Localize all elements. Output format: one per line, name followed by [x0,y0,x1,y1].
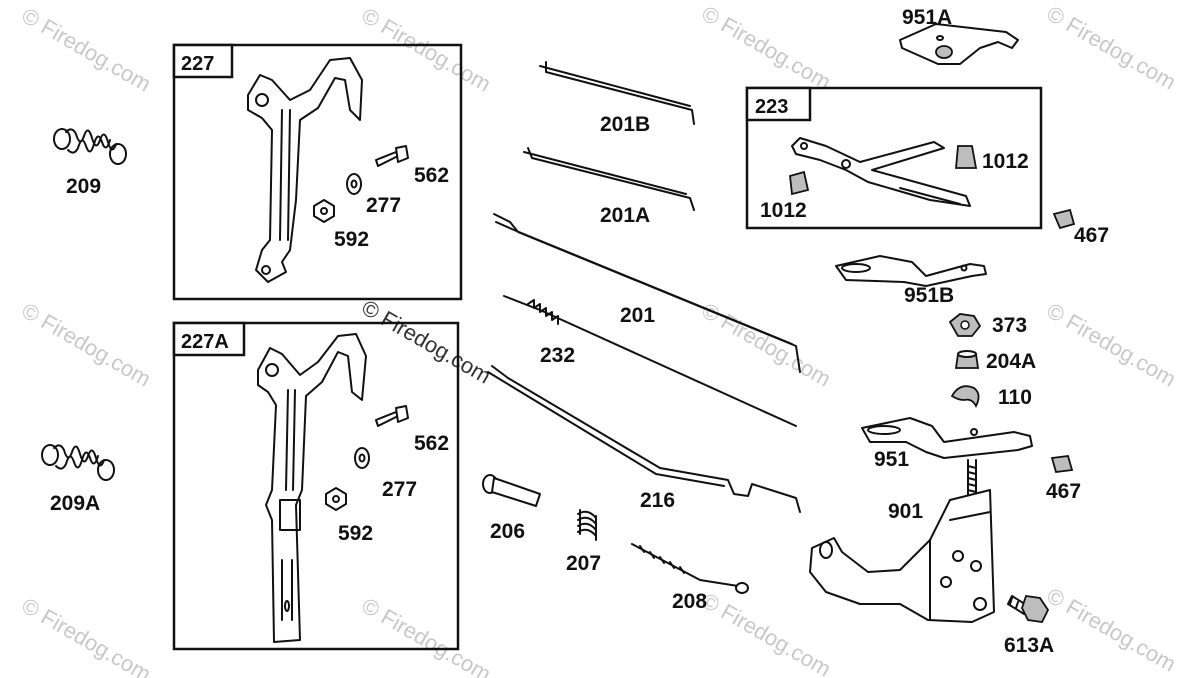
group-label-223: 223 [755,96,788,118]
watermark-text: © Firedog.com [698,298,836,392]
group-label-227: 227 [181,53,214,75]
watermark-text: © Firedog.com [18,3,156,97]
watermark-text: © Firedog.com [1043,298,1180,392]
label-223-1012-a: 1012 [982,150,1029,173]
label-901: 901 [888,500,923,523]
clip-467 [1052,208,1076,230]
washer-277 [354,447,370,469]
group-box-227: 227 562 277 592 [172,43,463,301]
label-227a-592: 592 [338,522,373,545]
rod-201a [523,147,695,211]
label-613a: 613A [1004,634,1054,657]
bracket-951a [899,23,1019,65]
bracket-901 [809,459,995,623]
clip-1012 [789,170,810,196]
lever-223 [791,137,971,207]
label-951: 951 [874,448,909,471]
group-box-223: 223 1012 1012 [745,86,1043,230]
label-951b: 951B [904,284,954,307]
bracket-951 [861,417,1033,459]
label-201a: 201A [600,204,650,227]
rod-216 [487,365,801,513]
bracket-951b [835,255,987,287]
spring-209 [53,128,127,165]
label-227-277: 277 [366,194,401,217]
bushing-204a [954,350,980,369]
bolt-562 [375,405,409,427]
watermark-text: © Firedog.com [698,588,836,678]
clip-110 [950,385,980,409]
rod-208 [631,543,749,594]
label-227a-277: 277 [382,478,417,501]
watermark-text: © Firedog.com [698,1,836,95]
cable-232 [503,295,797,427]
watermark-text: © Firedog.com [358,593,496,678]
label-467-top: 467 [1074,224,1109,247]
bolt-562 [375,145,409,167]
label-223-1012-b: 1012 [760,199,807,222]
watermark-text: © Firedog.com [358,3,496,97]
washer-277 [346,173,362,195]
watermark-text: © Firedog.com [18,298,156,392]
clip-467 [1050,455,1074,473]
label-206: 206 [490,520,525,543]
group-label-227a: 227A [181,331,229,353]
label-208: 208 [672,590,707,613]
watermark-text: © Firedog.com [1043,1,1180,95]
label-467-bottom: 467 [1046,480,1081,503]
label-209a: 209A [50,492,100,515]
clip-1012 [955,145,978,169]
label-201b: 201B [600,113,650,136]
label-951a: 951A [902,6,952,29]
label-232: 232 [540,344,575,367]
lever-227a [257,333,367,643]
rod-201 [493,213,801,373]
nut-373 [948,313,982,337]
label-373: 373 [992,314,1027,337]
label-209: 209 [66,175,101,198]
label-227-592: 592 [334,228,369,251]
rod-201b [539,61,695,125]
watermark-text: © Firedog.com [18,593,156,678]
pin-206 [482,474,541,507]
label-204a: 204A [986,350,1036,373]
nut-592 [325,487,347,511]
label-110: 110 [998,386,1032,409]
group-box-227a: 227A 562 277 592 [172,321,460,651]
spring-207 [577,509,597,541]
nut-592 [313,199,335,223]
label-201: 201 [620,304,655,327]
lever-227 [247,57,363,283]
watermark-text: © Firedog.com [358,295,496,389]
label-227a-562: 562 [414,432,449,455]
watermark-text: © Firedog.com [1043,583,1180,677]
bolt-613a [1007,595,1050,623]
spring-209a [41,444,115,481]
label-207: 207 [566,552,601,575]
label-216: 216 [640,489,675,512]
label-227-562: 562 [414,164,449,187]
